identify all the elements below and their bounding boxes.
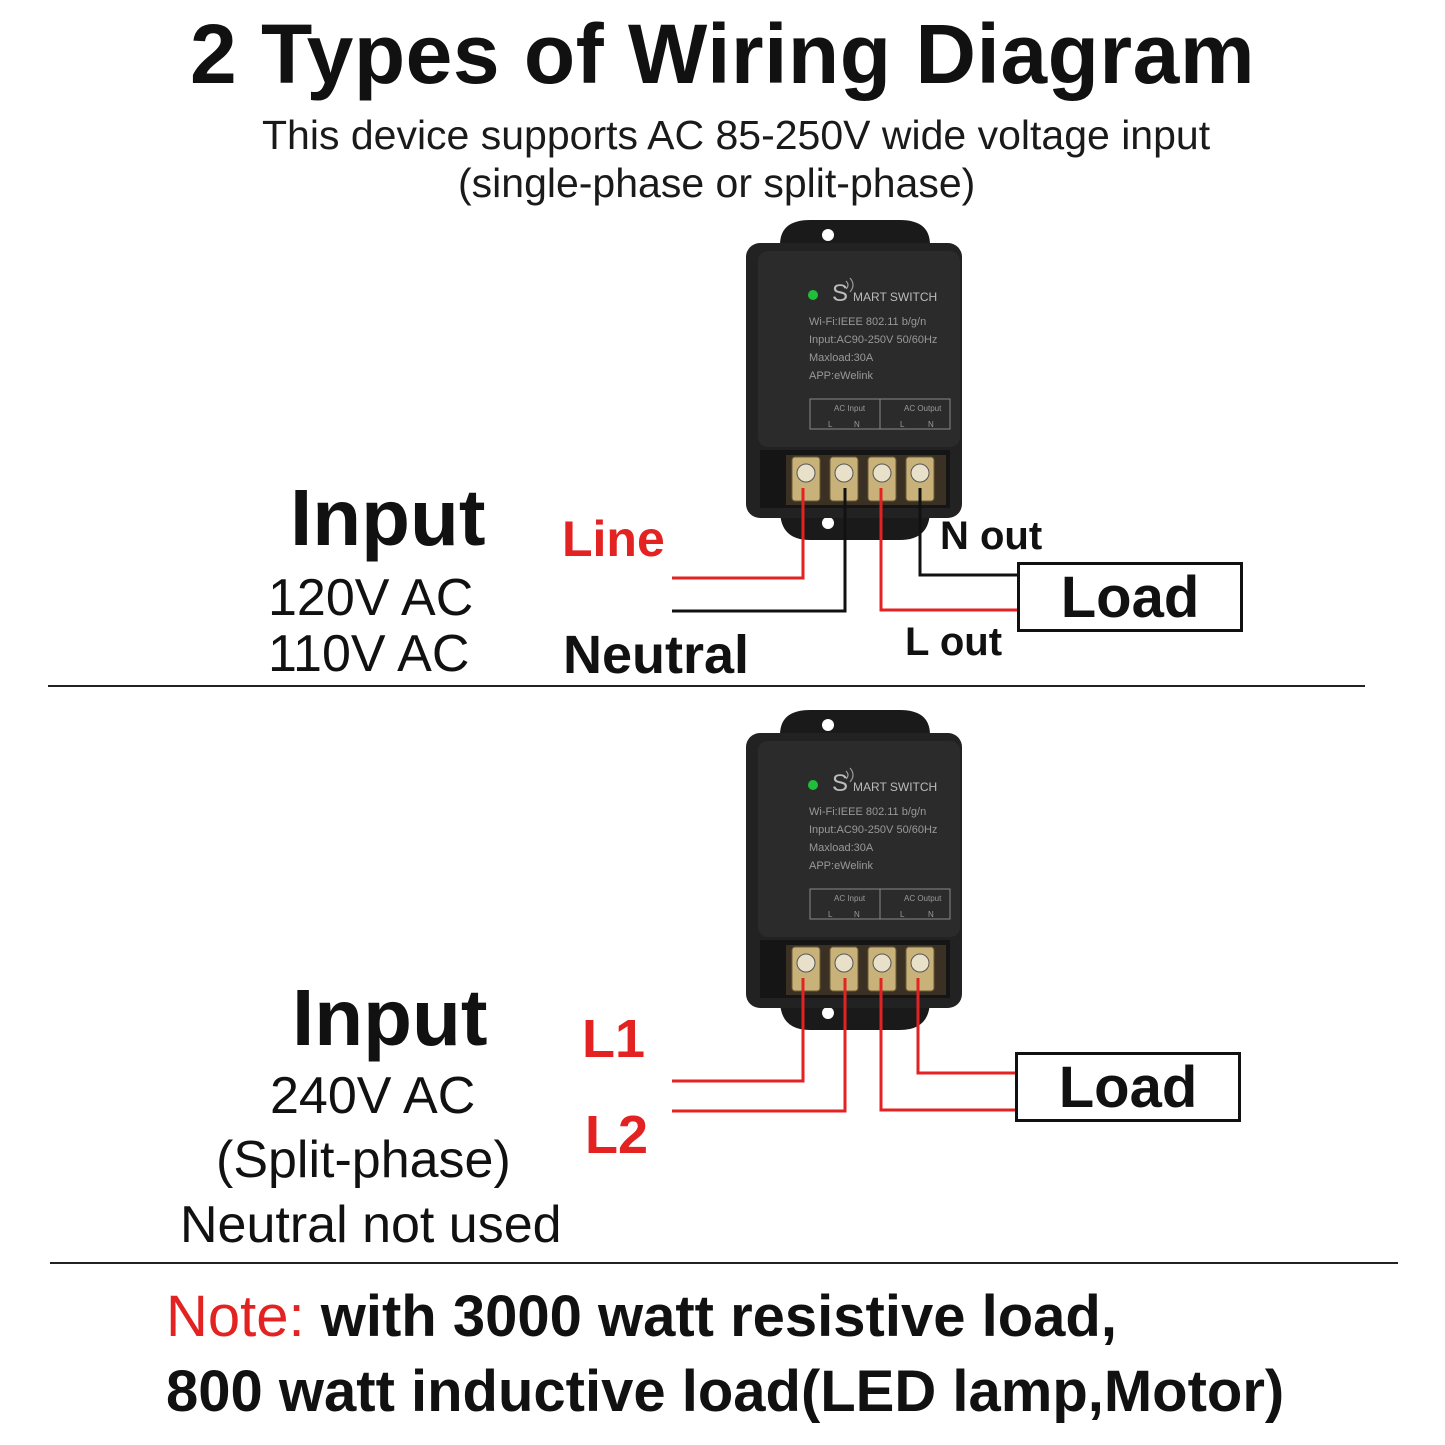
smart-switch-device-2: S MART SWITCH Wi-Fi:IEEE 802.11 b/g/n In… (746, 710, 962, 1030)
subtitle-voltage-support: This device supports AC 85-250V wide vol… (262, 112, 1211, 158)
diagram2-l1-label: L1 (582, 1009, 646, 1069)
device-terminal-l-in: L (828, 420, 833, 429)
subtitle-phase: (single-phase or split-phase) (458, 160, 976, 206)
device-terminal-n-in: N (854, 420, 860, 429)
diagram2-voltage-240: 240V AC (270, 1067, 476, 1125)
diagram2-neutral-not-used: Neutral not used (180, 1196, 562, 1254)
device-brand-letter: S (832, 770, 848, 797)
note-inductive-load: 800 watt inductive load(LED lamp,Motor) (166, 1359, 1285, 1424)
diagram2-l2-label: L2 (585, 1105, 649, 1165)
device-brand-name: MART SWITCH (853, 290, 937, 304)
wiring-diagram-1 (672, 488, 1018, 613)
diagram2-split-phase: (Split-phase) (216, 1131, 511, 1189)
page-title: 2 Types of Wiring Diagram (189, 7, 1256, 101)
diagram1-neutral-label: Neutral (563, 625, 750, 685)
section-divider-1 (48, 685, 1365, 687)
device-terminal-input-label: AC Input (834, 404, 866, 413)
device-spec-wifi: Wi-Fi:IEEE 802.11 b/g/n (809, 806, 926, 818)
note-prefix: Note: (166, 1284, 305, 1349)
diagram1-voltage-120: 120V AC (268, 569, 474, 627)
device-spec-input: Input:AC90-250V 50/60Hz (809, 334, 937, 346)
device-terminal-input-label: AC Input (834, 894, 866, 903)
device-terminal-l-out: L (900, 910, 905, 919)
device-spec-input: Input:AC90-250V 50/60Hz (809, 824, 937, 836)
diagram1-input-heading: Input (290, 473, 486, 562)
note-resistive-load: with 3000 watt resistive load, (304, 1284, 1117, 1349)
device-spec-maxload: Maxload:30A (809, 352, 874, 364)
note-line-1: Note: with 3000 watt resistive load, (166, 1283, 1117, 1350)
diagram2-input-heading: Input (292, 973, 488, 1062)
device-terminal-l-in: L (828, 910, 833, 919)
device-terminal-output-label: AC Output (904, 404, 942, 413)
diagram2-load-box: Load (1015, 1052, 1241, 1122)
device-spec-wifi: Wi-Fi:IEEE 802.11 b/g/n (809, 316, 926, 328)
device-terminal-l-out: L (900, 420, 905, 429)
section-divider-2 (50, 1262, 1398, 1264)
diagram1-line-label: Line (562, 511, 665, 567)
device-brand-name: MART SWITCH (853, 780, 937, 794)
device-terminal-n-out: N (928, 420, 934, 429)
wiring-diagram-2 (672, 978, 1016, 1113)
device-spec-maxload: Maxload:30A (809, 842, 874, 854)
diagram1-load-box: Load (1017, 562, 1243, 632)
diagram1-l-out-label: L out (905, 620, 1003, 664)
device-brand-letter: S (832, 280, 848, 307)
device-spec-app: APP:eWelink (809, 370, 873, 382)
device-terminal-output-label: AC Output (904, 894, 942, 903)
device-spec-app: APP:eWelink (809, 860, 873, 872)
diagram1-n-out-label: N out (940, 514, 1043, 558)
smart-switch-device-1: S MART SWITCH Wi-Fi:IEEE 802.11 b/g/n In… (746, 220, 962, 540)
diagram1-voltage-110: 110V AC (268, 625, 470, 683)
device-terminal-n-out: N (928, 910, 934, 919)
device-terminal-n-in: N (854, 910, 860, 919)
